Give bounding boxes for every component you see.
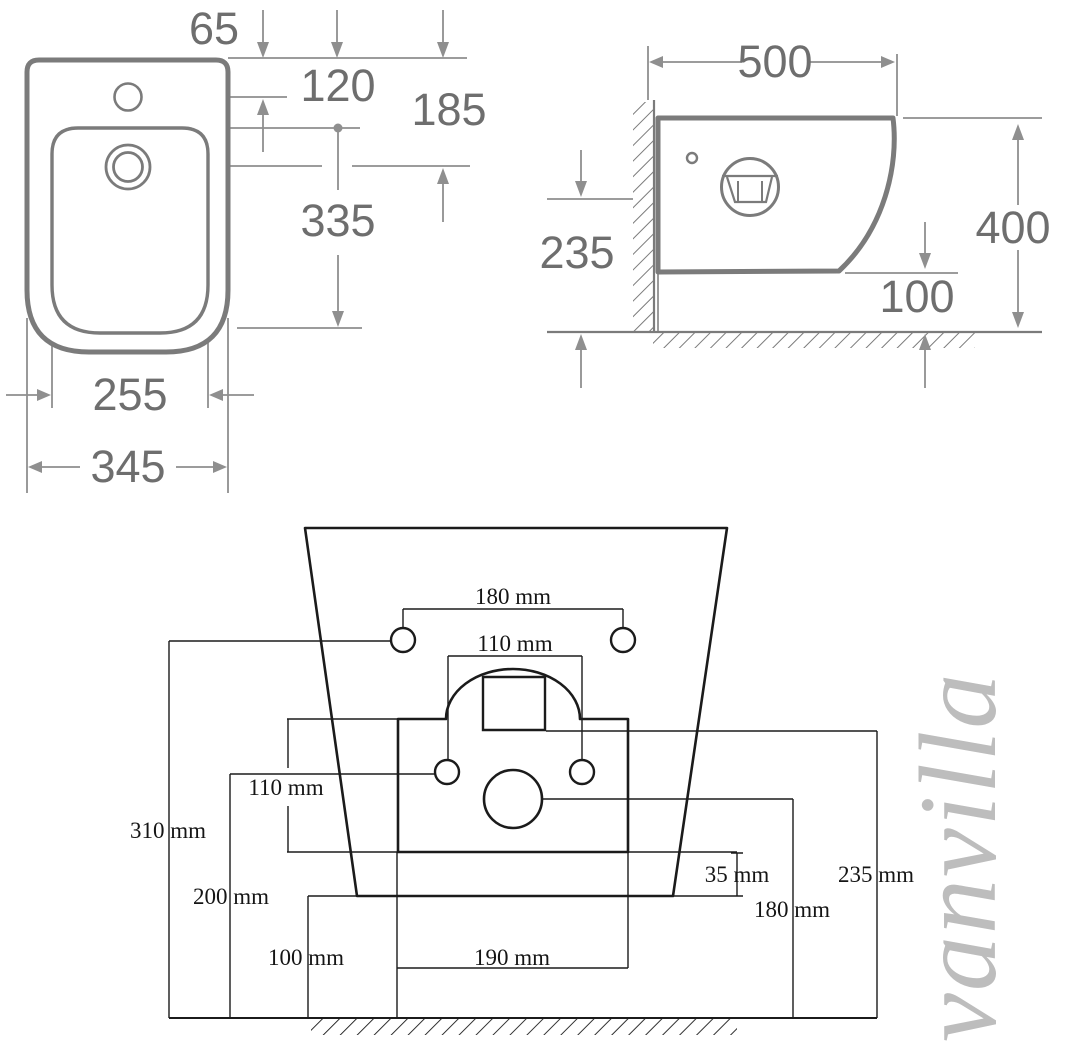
bidet-rear-outline bbox=[303, 526, 729, 898]
square-cutout bbox=[481, 675, 547, 732]
wall-hatch bbox=[633, 102, 654, 332]
arrow-up-icon bbox=[575, 334, 587, 350]
arrow-up-icon bbox=[1012, 124, 1024, 140]
dim-label-lower-holes-spacing: 110 mm bbox=[477, 631, 552, 656]
dim-label-drain-to-floor: 180 mm bbox=[754, 897, 830, 922]
dim-label-total-height: 400 bbox=[975, 202, 1050, 253]
dim-label-plate-height: 110 mm bbox=[248, 775, 323, 800]
arrow-left-icon bbox=[28, 461, 42, 473]
mounting-hole-upper-left bbox=[389, 626, 417, 654]
brand-watermark: vanvilla bbox=[897, 672, 1019, 1042]
dimension-arrows bbox=[28, 42, 449, 473]
drain-inner-square bbox=[737, 181, 763, 201]
arrow-up-icon bbox=[437, 168, 449, 184]
rear-mounting-view: 180 mm 110 mm 110 mm 310 mm 200 mm 100 m… bbox=[130, 526, 914, 1035]
dim-label-lower-holes-to-floor: 200 mm bbox=[193, 884, 269, 909]
arrow-down-icon bbox=[1012, 312, 1024, 328]
bidet-outline bbox=[24, 57, 231, 355]
mounting-hole-upper-right bbox=[609, 626, 637, 654]
dimension-arrows bbox=[575, 56, 1024, 350]
dim-label-body-to-floor: 100 mm bbox=[268, 945, 344, 970]
dim-label-cutout-to-floor: 235 mm bbox=[838, 862, 914, 887]
top-plan-view: 65 120 185 335 255 345 bbox=[6, 3, 487, 493]
mounting-plate-outline bbox=[396, 667, 630, 854]
dim-label-overall-width: 345 bbox=[90, 441, 165, 492]
tap-hole-icon bbox=[113, 82, 143, 112]
floor-hatch bbox=[653, 333, 975, 348]
dim-label-floor-clearance: 100 bbox=[879, 271, 954, 322]
dim-label-upper-holes-spacing: 180 mm bbox=[475, 584, 551, 609]
dim-label-depth: 500 bbox=[737, 36, 812, 87]
drain-funnel bbox=[725, 176, 774, 204]
drain-symbol bbox=[720, 157, 780, 217]
dim-label-upper-holes-to-floor: 310 mm bbox=[130, 818, 206, 843]
dim-label-bowl-depth: 335 bbox=[300, 195, 375, 246]
arrow-down-icon bbox=[332, 311, 344, 327]
arrow-right-icon bbox=[37, 389, 51, 401]
drain-circle bbox=[720, 157, 780, 217]
arrow-up-icon bbox=[919, 334, 931, 350]
arrow-right-icon bbox=[881, 56, 895, 68]
arrow-right-icon bbox=[213, 461, 227, 473]
dim-label-plate-width: 190 mm bbox=[474, 945, 550, 970]
mounting-hole-lower-right bbox=[568, 758, 596, 786]
arrow-up-icon bbox=[257, 99, 269, 115]
dim-label-rim-offset: 120 bbox=[300, 60, 375, 111]
mounting-hole-lower-left bbox=[433, 758, 461, 786]
arrow-down-icon bbox=[257, 42, 269, 58]
arrow-left-icon bbox=[649, 56, 663, 68]
dim-label-drain-offset: 185 bbox=[411, 84, 486, 135]
arrow-down-icon bbox=[331, 42, 343, 58]
tap-hole-icon bbox=[685, 151, 699, 165]
dim-label-plate-to-body-bottom: 35 mm bbox=[705, 862, 770, 887]
dim-label-bowl-width: 255 bbox=[92, 369, 167, 420]
arrow-down-icon bbox=[437, 42, 449, 58]
floor-hatch bbox=[311, 1019, 737, 1035]
bowl-outline bbox=[50, 126, 210, 335]
drain-hole-inner bbox=[112, 151, 144, 183]
arrow-left-icon bbox=[209, 389, 223, 401]
arrow-down-icon bbox=[919, 253, 931, 269]
side-view: 500 235 400 100 bbox=[539, 36, 1051, 388]
dimension-lines bbox=[168, 608, 878, 1018]
arrow-down-icon bbox=[575, 181, 587, 197]
dim-label-tap-offset: 65 bbox=[189, 3, 239, 54]
dim-label-drain-height: 235 bbox=[539, 227, 614, 278]
reference-dot bbox=[333, 123, 343, 133]
drain-hole bbox=[482, 768, 544, 830]
